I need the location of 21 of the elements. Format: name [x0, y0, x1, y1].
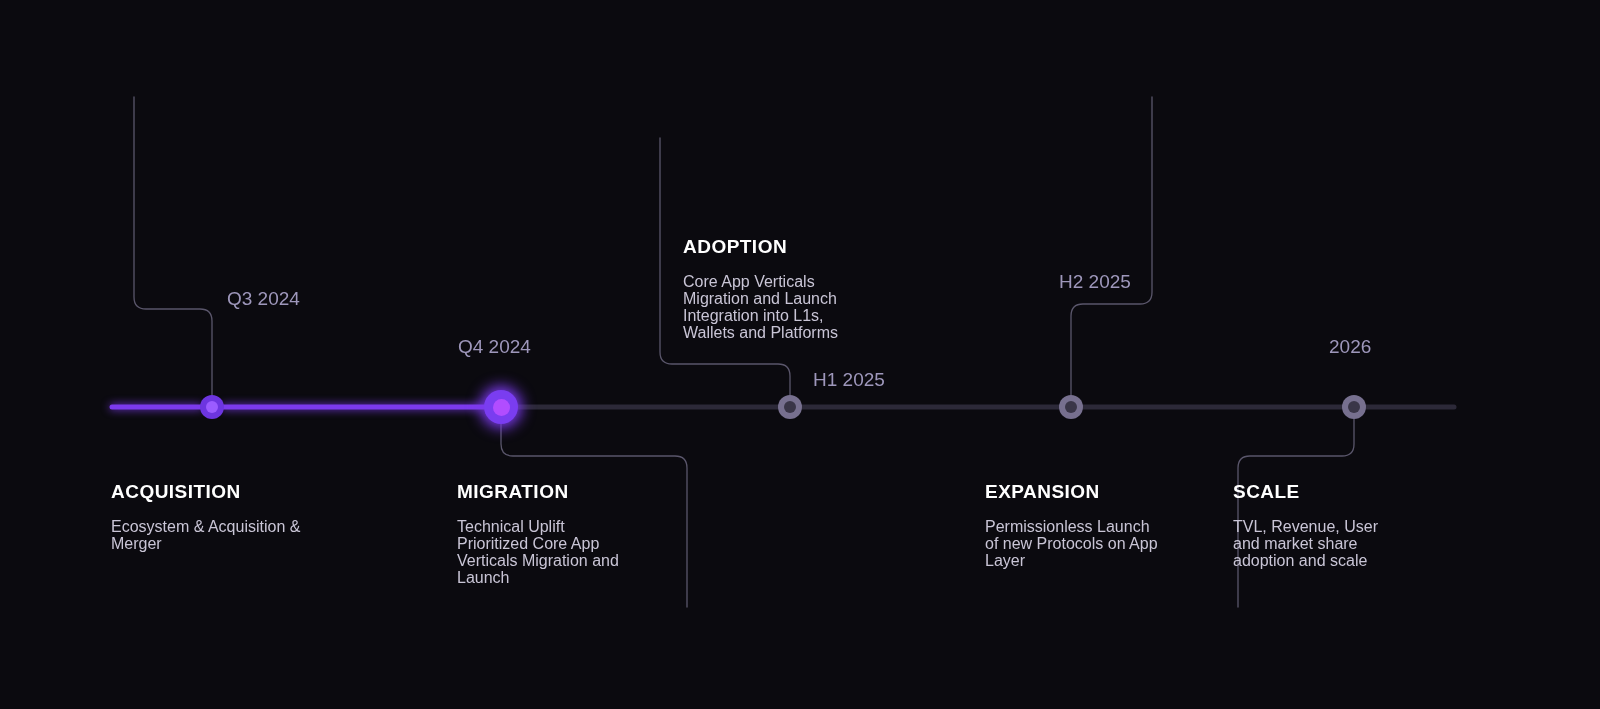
milestone-heading: SCALE [1233, 480, 1301, 504]
leader-line [1237, 418, 1355, 608]
milestone-date: Q3 2024 [227, 287, 300, 311]
milestone-date: H2 2025 [1059, 270, 1131, 294]
leader-line [133, 96, 213, 396]
timeline-track [1363, 404, 1457, 410]
milestone-heading: MIGRATION [457, 480, 570, 504]
milestone-description: Ecosystem & Acquisition & Merger [111, 518, 301, 552]
milestone-description: Technical Uplift Prioritized Core App Verticals Migration and Launch [457, 518, 620, 586]
milestone-description: Core App Verticals Migration and Launch Integration into L1s, Wallets and Platforms [683, 273, 839, 341]
milestone-date: H1 2025 [813, 368, 885, 392]
milestone-description: TVL, Revenue, User and market share adoption and scale [1233, 518, 1379, 569]
milestone-heading: EXPANSION [985, 480, 1101, 504]
leader-line [1070, 96, 1153, 396]
milestone-heading: ADOPTION [683, 235, 789, 259]
milestone-description: Permissionless Launch of new Protocols on App Layer [985, 518, 1159, 569]
leader-line [659, 137, 791, 396]
leader-line [500, 423, 688, 608]
milestone-date: 2026 [1329, 335, 1372, 359]
milestone-heading: ACQUISITION [111, 480, 242, 504]
milestone-date: Q4 2024 [458, 335, 531, 359]
